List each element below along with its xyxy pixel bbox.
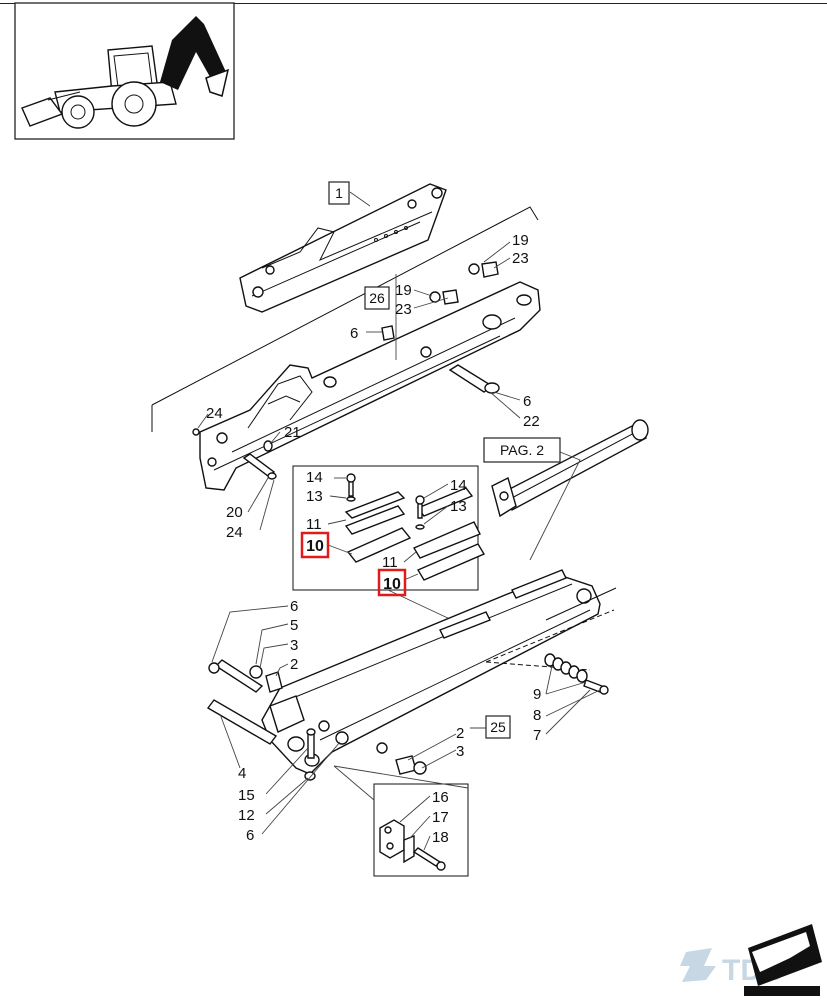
boom-assembly-26 xyxy=(199,281,541,491)
callout-19a: 19 xyxy=(512,232,529,249)
callout-26: 26 xyxy=(369,290,385,306)
leader-lines xyxy=(197,191,601,851)
callout-5: 5 xyxy=(290,617,298,634)
callout-6b: 6 xyxy=(523,393,531,410)
pin-5 xyxy=(214,659,264,693)
ring-6d xyxy=(335,731,349,745)
bolt-15 xyxy=(307,731,315,759)
lower-boom-25 xyxy=(261,569,601,775)
pin-4 xyxy=(206,699,278,745)
highlight-box-10a xyxy=(300,531,330,559)
bushing-2b xyxy=(395,755,417,775)
ring-6b xyxy=(484,382,500,394)
callout-6c: 6 xyxy=(290,598,298,615)
washer-24b xyxy=(267,472,277,480)
callout-2a: 2 xyxy=(290,656,298,673)
callout-box-26 xyxy=(364,286,390,310)
wear-pad-inset xyxy=(292,465,486,621)
callout-23b: 23 xyxy=(395,301,412,318)
callout-11b: 11 xyxy=(382,554,398,571)
callout-15: 15 xyxy=(238,787,255,804)
highlight-box-10b xyxy=(377,568,407,597)
callout-24a: 24 xyxy=(206,405,223,422)
callout-10a: 10 xyxy=(306,538,324,555)
callout-16: 16 xyxy=(432,789,449,806)
callout-9: 9 xyxy=(533,686,541,703)
callout-7: 7 xyxy=(533,727,541,744)
shims-9 xyxy=(544,653,588,683)
callout-12: 12 xyxy=(238,807,255,824)
callout-8: 8 xyxy=(533,707,541,724)
callout-14a: 14 xyxy=(306,469,323,486)
bushing-2a xyxy=(265,671,283,693)
arm-assembly-1 xyxy=(239,183,447,313)
page-turn-icon[interactable] xyxy=(744,924,822,996)
callout-22: 22 xyxy=(523,413,540,430)
callout-10b: 10 xyxy=(383,576,401,593)
ring-3a xyxy=(249,665,263,679)
callout-25: 25 xyxy=(490,719,506,735)
callout-24b: 24 xyxy=(226,524,243,541)
callout-6d: 6 xyxy=(246,827,254,844)
callout-6a: 6 xyxy=(350,325,358,342)
callout-2b: 2 xyxy=(456,725,464,742)
callout-18: 18 xyxy=(432,829,449,846)
bushing-19a xyxy=(468,263,480,275)
callout-14b: 14 xyxy=(450,477,467,494)
top-border xyxy=(0,3,827,4)
callout-13a: 13 xyxy=(306,488,323,505)
callout-13b: 13 xyxy=(450,498,467,515)
callout-23a: 23 xyxy=(512,250,529,267)
bushing-23a xyxy=(481,261,499,278)
bushing-23b xyxy=(442,289,459,305)
callout-1: 1 xyxy=(335,185,343,201)
pag-ref-label: PAG. 2 xyxy=(500,442,544,458)
callout-17: 17 xyxy=(432,809,449,826)
ring-6a xyxy=(381,325,395,341)
callout-box-1 xyxy=(328,181,350,205)
callout-3a: 3 xyxy=(290,637,298,654)
pag-ref-box xyxy=(483,437,561,463)
callout-box-25 xyxy=(485,715,511,739)
callout-3b: 3 xyxy=(456,743,464,760)
ring-6c xyxy=(208,662,220,674)
callout-11a: 11 xyxy=(306,516,322,533)
callout-20: 20 xyxy=(226,504,243,521)
hydraulic-cylinder xyxy=(491,419,649,518)
callout-21: 21 xyxy=(284,424,301,441)
pin-20 xyxy=(242,453,276,477)
backhoe-loader-icon xyxy=(14,2,235,140)
ring-3b xyxy=(413,761,427,775)
callout-19b: 19 xyxy=(395,282,412,299)
clamp-inset xyxy=(333,765,469,877)
tdc-swirl-icon xyxy=(680,948,716,982)
bolt-24a xyxy=(192,428,200,436)
callout-4: 4 xyxy=(238,765,246,782)
